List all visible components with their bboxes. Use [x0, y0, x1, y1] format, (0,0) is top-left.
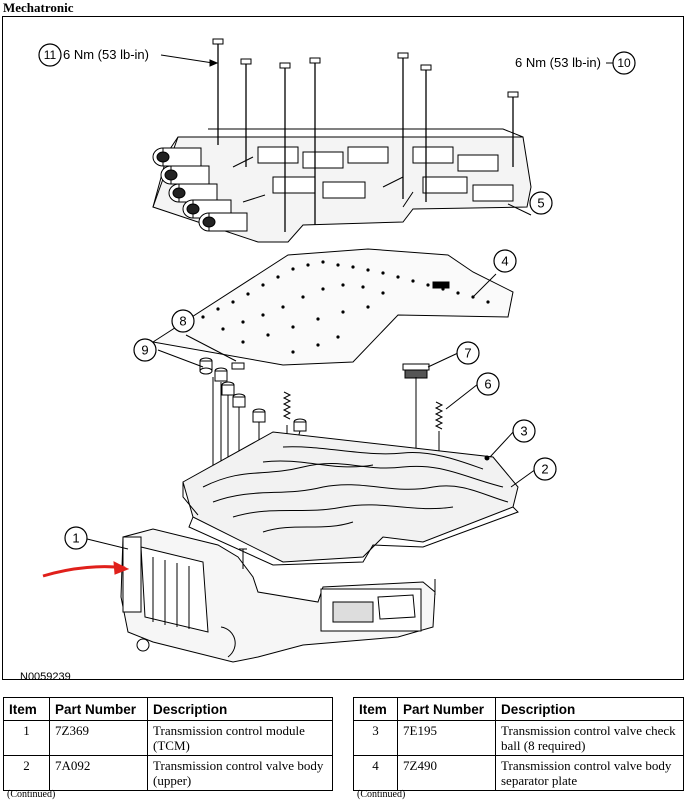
torque-spec-left: 6 Nm (53 lb-in) [63, 47, 149, 62]
col-header-description: Description [147, 697, 333, 721]
col-header-part-number: Part Number [49, 697, 148, 721]
callout-11-label: 11 [44, 48, 57, 62]
table-row: 2 7A092 Transmission control valve body … [3, 755, 333, 791]
description-cell: Transmission control valve body separato… [495, 755, 684, 791]
callout-5-circle [529, 191, 553, 215]
item-cell: 1 [3, 720, 50, 756]
item-cell: 2 [3, 755, 50, 791]
callout-10-circle [612, 51, 636, 75]
callout-2-label: 2 [541, 462, 548, 477]
exploded-view-figure: 1 2 3 4 5 6 7 8 9 10 11 6 Nm (53 lb-in) … [2, 16, 684, 683]
table-header-row: Item Part Number Description [3, 697, 333, 721]
mounting-bolts [212, 38, 519, 232]
description-cell: Transmission control module (TCM) [147, 720, 333, 756]
callout-1-circle [64, 526, 88, 550]
col-header-item: Item [3, 697, 50, 721]
callout-3-label: 3 [520, 424, 527, 439]
red-arrow [42, 561, 130, 578]
table-header-row: Item Part Number Description [353, 697, 684, 721]
parts-table-left: Item Part Number Description 1 7Z369 Tra… [3, 697, 333, 791]
continued-note-left: (Continued) [7, 789, 56, 800]
part-number-cell: 7E195 [397, 720, 496, 756]
col-header-part-number: Part Number [397, 697, 496, 721]
callout-4-label: 4 [501, 254, 508, 269]
part-number-cell: 7Z490 [397, 755, 496, 791]
callout-leaders [82, 54, 613, 550]
solenoid-body-assembly [152, 128, 532, 243]
part-number-cell: 7Z369 [49, 720, 148, 756]
exploded-view-drawing: 1 2 3 4 5 6 7 8 9 10 11 6 Nm (53 lb-in) … [38, 38, 636, 663]
torque-spec-right: 6 Nm (53 lb-in) [515, 55, 601, 70]
item-cell: 4 [353, 755, 398, 791]
callout-7-circle [456, 341, 480, 365]
callout-11-circle [38, 43, 62, 67]
valve-body [182, 431, 519, 566]
table-row: 4 7Z490 Transmission control valve body … [353, 755, 684, 791]
table-row: 3 7E195 Transmission control valve check… [353, 720, 684, 756]
item-cell: 3 [353, 720, 398, 756]
page-title: Mechatronic [3, 0, 74, 15]
figure-id: N0059239 [20, 671, 71, 683]
callout-6-circle [476, 372, 500, 396]
callout-8-label: 8 [179, 314, 186, 329]
callout-6-label: 6 [484, 377, 491, 392]
callout-9-circle [133, 338, 157, 362]
description-cell: Transmission control valve body (upper) [147, 755, 333, 791]
callout-8-circle [171, 309, 195, 333]
tcm-frame [120, 528, 436, 663]
callout-7-label: 7 [464, 346, 471, 361]
callout-5-label: 5 [537, 196, 544, 211]
table-row: 1 7Z369 Transmission control module (TCM… [3, 720, 333, 756]
description-cell: Transmission control valve check ball (8… [495, 720, 684, 756]
callout-1-label: 1 [72, 531, 79, 546]
callout-3-circle [512, 419, 536, 443]
col-header-description: Description [495, 697, 684, 721]
separator-plate [151, 248, 514, 366]
col-header-item: Item [353, 697, 398, 721]
continued-note-right: (Continued) [357, 789, 406, 800]
callout-9-label: 9 [141, 343, 148, 358]
callout-4-circle [493, 249, 517, 273]
callout-2-circle [533, 457, 557, 481]
parts-table-right: Item Part Number Description 3 7E195 Tra… [353, 697, 684, 791]
part-number-cell: 7A092 [49, 755, 148, 791]
callout-10-label: 10 [617, 56, 631, 70]
